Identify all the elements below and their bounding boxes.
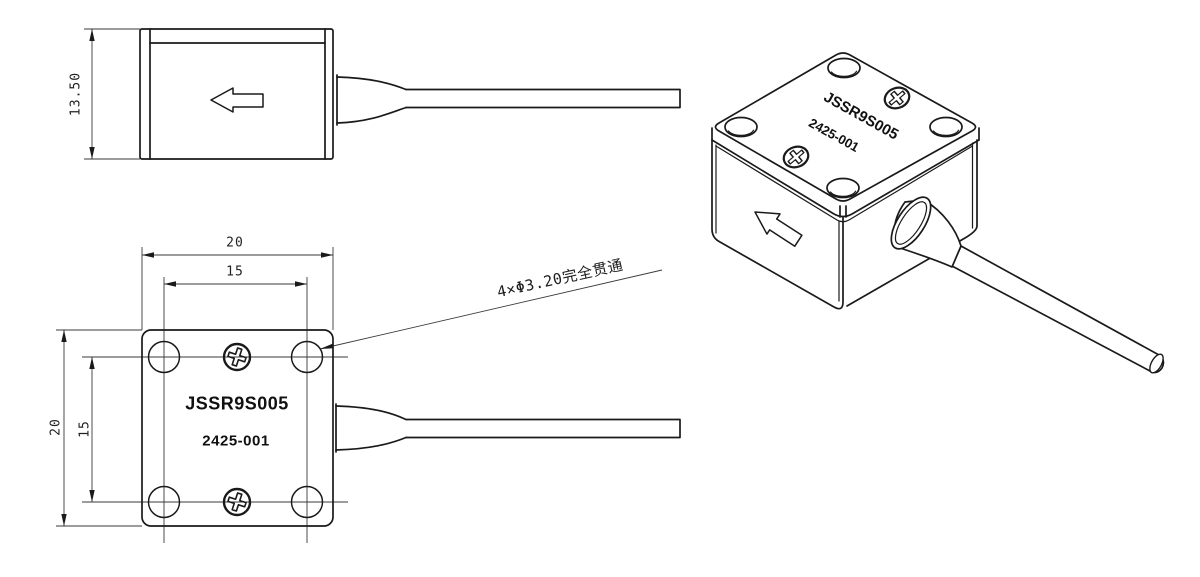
leader-arrowhead	[320, 343, 334, 349]
front-height-dimension-label: 20	[48, 418, 64, 436]
side-view-dimensions	[84, 28, 140, 160]
dim-arrowhead	[61, 514, 67, 526]
iso-body	[711, 139, 978, 310]
mounting-hole	[827, 57, 861, 79]
dim-arrowhead	[321, 252, 333, 258]
dim-arrowhead	[89, 29, 95, 41]
body-top-edge	[715, 145, 974, 223]
dim-arrowhead	[61, 330, 67, 342]
boot-flange-outer	[890, 196, 932, 250]
mounting-hole	[290, 485, 324, 519]
cable	[951, 245, 1165, 374]
mounting-hole	[290, 340, 324, 374]
phillips-screw-icon	[222, 342, 252, 372]
cable-boot-top	[336, 76, 407, 91]
dim-arrowhead	[142, 252, 154, 258]
iso-lid	[711, 52, 980, 223]
dim-arrowhead	[164, 281, 176, 287]
phillips-screw-icon	[222, 487, 252, 517]
direction-arrow-icon	[210, 87, 264, 113]
housing-side-outline	[139, 28, 334, 160]
front-view	[141, 329, 681, 527]
phillips-screw-icon	[883, 86, 911, 110]
leader-line	[319, 269, 663, 350]
front-view-centerlines	[56, 247, 663, 543]
body-right-bottom-edge	[846, 139, 978, 307]
cable-boot-bottom	[335, 436, 407, 451]
lid-bottom-edge	[711, 139, 980, 218]
side-view	[139, 28, 681, 160]
iso-cable	[951, 245, 1165, 374]
front-hole-spacing-v-dimension-label: 15	[77, 420, 93, 438]
cable-boot-top	[335, 405, 407, 421]
dim-arrowhead	[295, 281, 307, 287]
body-left-edge	[711, 139, 844, 310]
front-hole-spacing-h-dimension-label: 15	[226, 264, 244, 280]
side-height-dimension-label: 13.50	[68, 71, 84, 117]
dim-arrowhead	[89, 357, 95, 369]
iso-cable-boot	[890, 196, 962, 268]
cable-boot-bottom	[336, 106, 407, 124]
mounting-hole	[147, 485, 181, 519]
front-width-dimension-label: 20	[226, 235, 244, 251]
mounting-hole	[929, 116, 963, 138]
dim-arrowhead	[89, 147, 95, 159]
direction-arrow-icon	[754, 211, 803, 247]
mounting-hole	[826, 177, 860, 199]
front-model-label: JSSR9S005	[185, 393, 289, 414]
top-face-outline	[714, 52, 977, 202]
cable-end-cap	[1149, 353, 1164, 374]
phillips-screw-icon	[782, 145, 810, 169]
boot-flange-inner	[894, 201, 928, 245]
cable	[405, 88, 681, 109]
dim-arrowhead	[89, 490, 95, 502]
cable	[405, 418, 681, 439]
housing-front-outline	[141, 329, 334, 527]
mounting-hole	[147, 340, 181, 374]
mounting-hole	[724, 116, 758, 138]
front-serial-label: 2425-001	[202, 432, 270, 450]
iso-view	[711, 52, 1165, 374]
